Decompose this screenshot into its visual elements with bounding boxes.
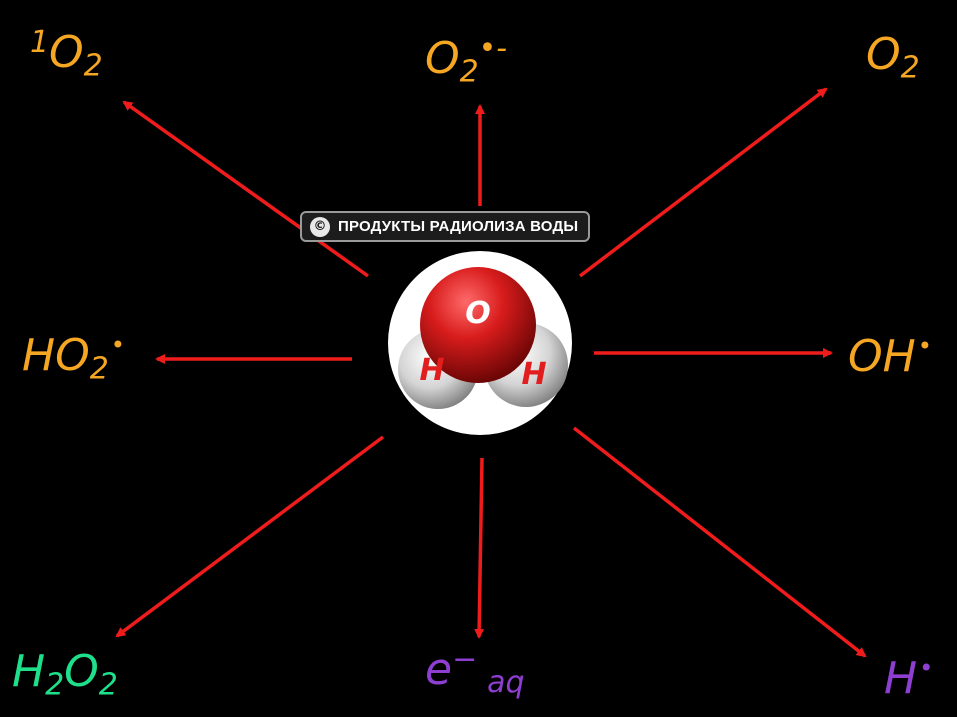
hydroxyl-radical-dot: • (917, 332, 932, 360)
product-oxygen: O2 (866, 33, 920, 83)
peroxide-h: H (12, 646, 46, 697)
singlet-prefix: 1 (30, 25, 50, 60)
diagram-title: ПРОДУКТЫ РАДИОЛИЗА ВОДЫ (338, 218, 579, 235)
superoxide-sub: 2 (459, 54, 479, 90)
peroxide-sub-2: 2 (98, 667, 118, 703)
arrow-to-hydrated-electron (474, 457, 485, 639)
hydroperoxyl-radical-dot: • (110, 331, 126, 359)
singlet-oxygen-sub: 2 (83, 48, 103, 84)
hydroperoxyl-main: HO (22, 329, 90, 381)
arrow-to-oxygen (578, 87, 828, 278)
hydrogen-atom-main: H (884, 652, 918, 704)
hydrogen-atom-radical-dot: • (919, 654, 934, 682)
title-badge: © ПРОДУКТЫ РАДИОЛИЗА ВОДЫ (300, 211, 591, 242)
oxygen-sub: 2 (900, 50, 920, 86)
hydroperoxyl-sub: 2 (89, 351, 109, 387)
product-hydrogen-peroxide: H2O2 (12, 650, 118, 700)
arrow-to-hydrogen-peroxide (115, 435, 385, 638)
water-molecule: O H H (388, 251, 572, 435)
oxygen-atom (420, 267, 536, 383)
hydroxyl-main: OH (848, 330, 916, 382)
copyright-icon: © (310, 216, 330, 237)
product-singlet-oxygen: 1O2 (30, 28, 103, 81)
arrow-to-hydrogen-atom (572, 426, 867, 658)
singlet-oxygen-main: O (49, 26, 84, 78)
superoxide-charge: •- (478, 31, 508, 66)
product-hydrogen-atom: H• (884, 656, 933, 701)
oxygen-main: O (866, 29, 901, 80)
superoxide-main: O (425, 32, 460, 84)
product-hydrated-electron: e−aq (425, 645, 524, 698)
hydrogen-left-label: H (419, 353, 444, 388)
product-hydroxyl: OH• (848, 334, 932, 379)
product-superoxide: O2•- (425, 34, 507, 87)
product-hydroperoxyl: HO2• (22, 333, 125, 384)
peroxide-sub-1: 2 (45, 667, 65, 703)
oxygen-label: O (465, 296, 491, 331)
electron-charge: − (452, 642, 478, 677)
electron-main: e (425, 643, 453, 695)
arrow-to-singlet-oxygen (122, 100, 370, 278)
peroxide-o: O (64, 646, 99, 697)
hydrogen-right-label: H (521, 357, 546, 392)
electron-sub: aq (487, 665, 525, 701)
